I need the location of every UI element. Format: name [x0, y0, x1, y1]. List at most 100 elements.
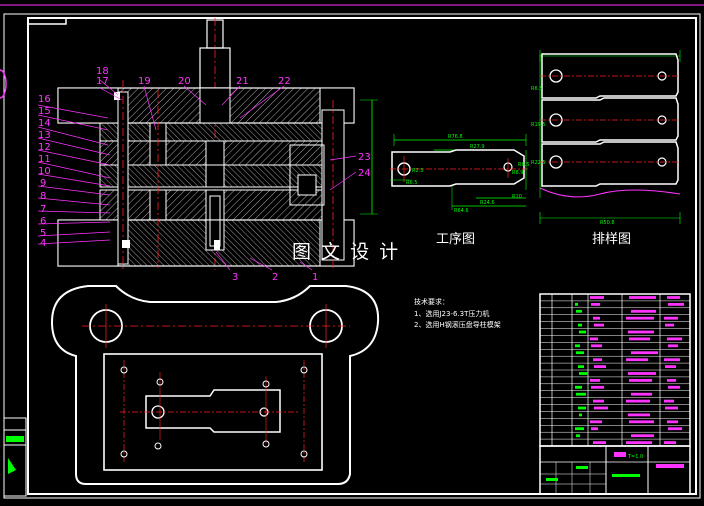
- bom-cell-mark: [631, 434, 654, 438]
- bom-cell-mark: [629, 337, 650, 341]
- bom-cell-mark: [626, 399, 650, 403]
- part-label-20: 20: [178, 76, 191, 87]
- bom-cell-mark: [664, 399, 674, 403]
- bom-cell-mark: [575, 303, 578, 306]
- watermark-text: 图 文 设 计: [292, 241, 400, 263]
- dim-process-5: R6.5: [406, 180, 417, 186]
- bom-cell-mark: [575, 385, 582, 389]
- dim-layout-3: R50.8: [600, 220, 615, 226]
- bom-cell-mark: [591, 303, 600, 306]
- bom-cell-mark: [631, 392, 652, 396]
- assembly-section-view: [57, 18, 378, 270]
- tech-req-item-2: 2、选用H钢滚压盘导柱模架: [414, 320, 501, 329]
- bom-cell-mark: [575, 427, 584, 431]
- bom-cell-mark: [667, 296, 680, 299]
- bom-cell-mark: [578, 406, 586, 410]
- bom-cell-mark: [667, 379, 676, 382]
- bom-cell-mark: [629, 296, 656, 299]
- dim-process-3: R8.9: [512, 170, 523, 176]
- tech-req-item-1: 1、选用J23-6.3T压力机: [414, 309, 489, 318]
- dim-process-0: R76.8: [448, 134, 463, 140]
- layout-dimension-labels: R6.5 R19.5 R22.5 R50.8: [531, 86, 615, 226]
- technical-requirements: 技术要求： 1、选用J23-6.3T压力机 2、选用H钢滚压盘导柱模架: [414, 297, 501, 329]
- bom-cell-mark: [591, 427, 598, 431]
- frame-corner-marks: [0, 4, 704, 99]
- part-label-23: 23: [358, 152, 371, 163]
- bom-cell-mark: [579, 413, 582, 417]
- bom-cell-mark: [576, 434, 580, 438]
- part-label-9: 9: [40, 178, 46, 189]
- part-label-17: 17: [96, 76, 109, 87]
- bom-cell-mark: [575, 344, 580, 348]
- tech-req-title: 技术要求：: [414, 297, 449, 306]
- bom-cell-mark: [664, 441, 676, 444]
- part-label-19: 19: [138, 76, 151, 87]
- bom-cell-mark: [591, 344, 602, 348]
- bom-cell-mark: [667, 337, 682, 341]
- bom-cell-mark: [628, 330, 654, 334]
- part-label-10: 10: [38, 166, 51, 177]
- bom-cell-mark: [628, 413, 650, 417]
- part-label-7: 7: [40, 204, 46, 215]
- part-label-16: 16: [38, 94, 51, 105]
- bom-cell-mark: [593, 441, 606, 444]
- bill-of-materials-table: [539, 293, 691, 447]
- dim-process-4: R64.6: [454, 208, 469, 214]
- dim-layout-1: R19.5: [531, 122, 546, 128]
- dim-process-7: R24.6: [480, 200, 495, 206]
- bom-cell-mark: [578, 365, 584, 368]
- bom-cell-mark: [668, 303, 684, 306]
- part-label-18: 18: [96, 66, 109, 77]
- bom-cell-mark: [593, 399, 604, 403]
- bom-cell-mark: [576, 392, 586, 396]
- bom-cell-mark: [594, 406, 608, 410]
- bom-cell-mark: [629, 379, 652, 382]
- bom-cell-mark: [579, 372, 588, 375]
- bom-cell-mark: [628, 372, 656, 375]
- bom-cell-mark: [665, 406, 678, 410]
- part-label-11: 11: [38, 154, 51, 165]
- bom-cell-mark: [576, 309, 582, 313]
- bom-cell-mark: [594, 323, 604, 327]
- bom-cell-mark: [576, 351, 584, 355]
- part-label-14: 14: [38, 118, 51, 129]
- bom-cell-mark: [579, 330, 586, 334]
- part-number-labels: 16 15 14 13 12 11 10 9 8 7 6 5 4 18 17 1…: [38, 66, 371, 283]
- dim-process-8: R8.5: [518, 162, 529, 168]
- title-block: T=1.0: [539, 445, 691, 495]
- part-label-12: 12: [38, 142, 51, 153]
- bom-cell-mark: [664, 316, 678, 320]
- part-label-21: 21: [236, 76, 249, 87]
- part-label-8: 8: [40, 191, 46, 202]
- bom-cell-mark: [667, 420, 678, 424]
- title-block-material: T=1.0: [627, 454, 643, 460]
- bom-cell-mark: [594, 365, 606, 368]
- dim-process-6: R10: [512, 194, 522, 200]
- part-label-24: 24: [358, 168, 371, 179]
- dim-layout-0: R6.5: [531, 86, 542, 92]
- bom-cell-mark: [631, 351, 658, 355]
- bom-cell-mark: [668, 427, 682, 431]
- part-label-1: 1: [312, 272, 318, 283]
- dim-layout-2: R22.5: [531, 160, 546, 166]
- bom-cell-mark: [590, 379, 600, 382]
- part-label-2: 2: [272, 272, 278, 283]
- part-label-3: 3: [232, 272, 238, 283]
- bom-cell-mark: [590, 296, 604, 299]
- strip-layout-drawing: [539, 50, 681, 224]
- part-label-13: 13: [38, 130, 51, 141]
- bom-cell-mark: [631, 309, 656, 313]
- bom-cell-mark: [590, 337, 598, 341]
- bom-cell-mark: [668, 385, 680, 389]
- bom-cell-mark: [626, 316, 654, 320]
- bom-cell-mark: [668, 344, 678, 348]
- bom-cell-mark: [665, 365, 676, 368]
- part-callouts: [37, 79, 357, 271]
- bom-cell-mark: [578, 323, 582, 327]
- process-dimension-labels: R76.8 R2.5 R27.9 R8.9 R64.6 R6.5 R10 R24…: [406, 134, 529, 214]
- bom-cell-mark: [590, 420, 602, 424]
- bom-cell-mark: [664, 358, 680, 362]
- part-label-22: 22: [278, 76, 291, 87]
